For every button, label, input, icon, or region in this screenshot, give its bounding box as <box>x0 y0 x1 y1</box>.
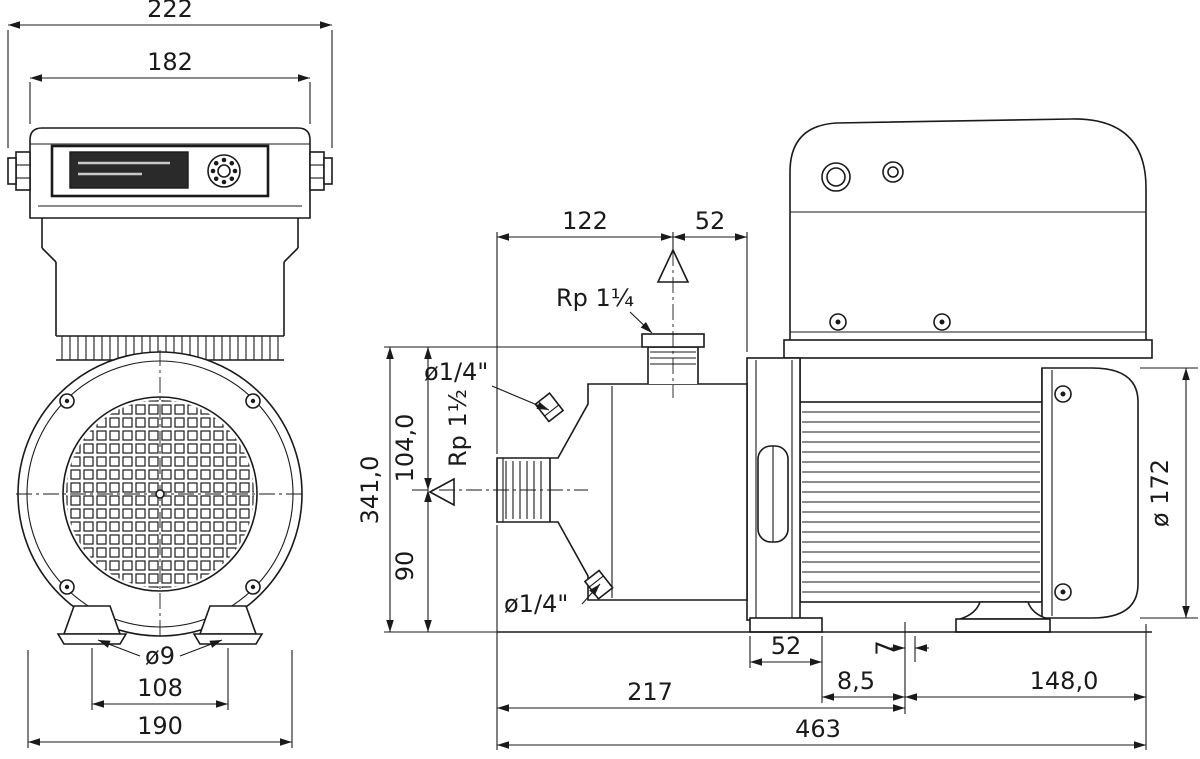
dim-182-label: 182 <box>147 48 193 76</box>
dim-172-label: ø 172 <box>1146 459 1174 527</box>
front-fan-cover <box>16 350 304 640</box>
dim-o9-label: ø9 <box>145 642 175 670</box>
side-pump-casing <box>412 383 748 601</box>
front-view: 222 182 ø9 108 <box>7 0 333 748</box>
module-base-plate <box>783 339 1153 359</box>
side-flow-arrows <box>428 248 690 507</box>
front-control-module <box>7 127 333 219</box>
rp112-label: Rp 1½ <box>444 389 472 467</box>
label-suction-thread: Rp 1½ <box>444 389 472 467</box>
label-discharge-thread: Rp 1¼ <box>556 284 653 334</box>
front-dimensions: 222 182 ø9 108 <box>7 0 333 748</box>
dim-341-label: 341,0 <box>356 456 384 525</box>
dim-hole-spacing: 108 <box>91 648 229 710</box>
motor-fins <box>802 411 1040 593</box>
dim-217-label: 217 <box>627 678 673 706</box>
dim-85: 8,5 <box>822 667 905 701</box>
dim-463-label: 463 <box>795 715 841 743</box>
label-plug-bottom: ø1/4" <box>504 583 601 618</box>
dim-85-label: 8,5 <box>837 667 875 695</box>
dim-122-label: 122 <box>562 207 608 235</box>
side-dimensions: 122 52 Rp 1¼ ø1/4" Rp 1½ 341,0 <box>356 207 1198 750</box>
dim-172: ø 172 <box>1140 367 1198 619</box>
cover-bolts <box>59 393 261 595</box>
dim-52-bottom: 52 <box>749 632 823 703</box>
dim-104-label: 104,0 <box>391 414 419 483</box>
o14-bottom-label: ø1/4" <box>504 590 568 618</box>
dim-222-label: 222 <box>147 0 193 23</box>
dim-104: 104,0 <box>391 347 432 490</box>
side-motor <box>799 358 1043 603</box>
module-screws <box>821 161 951 331</box>
side-lantern <box>746 357 801 621</box>
rp114-label: Rp 1¼ <box>556 284 634 312</box>
dim-148-label: 148,0 <box>1030 667 1099 695</box>
dim-122: 122 <box>496 207 674 454</box>
side-discharge-port <box>641 250 705 398</box>
dim-7: 7 <box>871 622 929 714</box>
cable-gland-right <box>309 151 333 191</box>
dim-7-label: 7 <box>871 640 899 655</box>
side-control-module <box>783 118 1153 359</box>
top-plug <box>534 391 565 423</box>
dim-463: 463 <box>497 624 1147 750</box>
front-pump-body <box>41 218 299 361</box>
display-screen <box>69 151 189 189</box>
dim-52-bottom-label: 52 <box>771 632 802 660</box>
flow-arrow-suction <box>428 477 455 507</box>
dim-90-label: 90 <box>391 551 419 582</box>
dim-module-width: 182 <box>29 48 311 124</box>
dim-90: 90 <box>391 490 432 632</box>
cable-gland-left <box>7 151 31 191</box>
dim-108-label: 108 <box>137 674 183 702</box>
side-fan-cover <box>1041 367 1139 619</box>
dim-217: 217 <box>496 525 905 750</box>
dim-52-top: 52 <box>673 207 748 352</box>
side-view: 122 52 Rp 1¼ ø1/4" Rp 1½ 341,0 <box>356 118 1198 750</box>
dim-foot-hole: ø9 <box>97 639 223 670</box>
dim-base-width: 190 <box>27 650 293 748</box>
dim-total-width: 222 <box>7 0 333 148</box>
o14-top-label: ø1/4" <box>424 358 488 386</box>
label-plug-top: ø1/4" <box>424 358 550 411</box>
dim-190-label: 190 <box>137 712 183 740</box>
dim-148: 148,0 <box>905 667 1146 701</box>
flow-arrow-up <box>656 248 690 283</box>
control-knob <box>207 154 241 188</box>
dim-52-top-label: 52 <box>695 207 726 235</box>
